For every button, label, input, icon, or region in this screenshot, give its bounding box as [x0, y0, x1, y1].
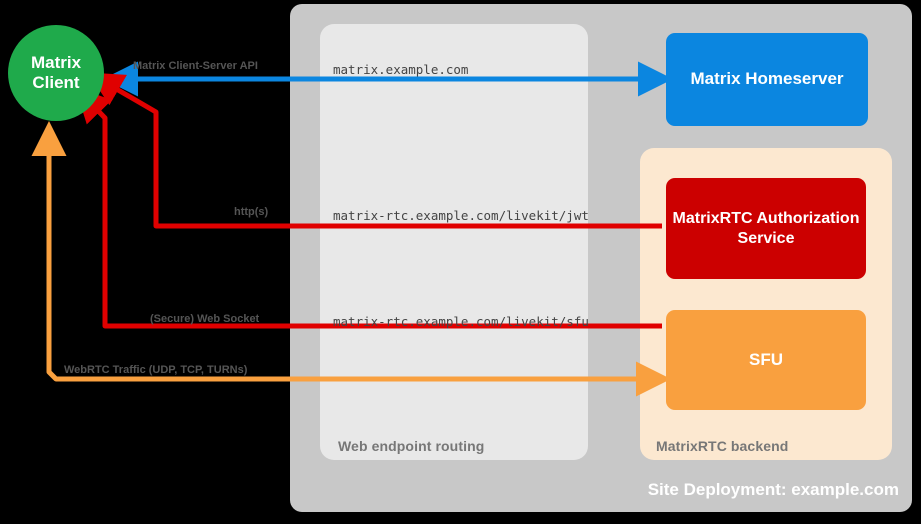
matrixrtc-auth-label: MatrixRTC Authorization Service	[672, 209, 860, 247]
matrix-client-label-line1: Matrix	[30, 52, 82, 72]
endpoint-url-homeserver: matrix.example.com	[333, 62, 469, 77]
connection-label-jwt: http(s)	[234, 206, 269, 218]
matrixrtc-backend-caption: MatrixRTC backend	[656, 438, 789, 454]
matrix-homeserver-label: Matrix Homeserver	[690, 69, 844, 89]
endpoint-url-sfu: matrix-rtc.example.com/livekit/sfu	[333, 314, 589, 329]
node-matrix-homeserver[interactable]: Matrix Homeserver	[666, 33, 868, 126]
matrix-client-label-line2: Client	[32, 73, 80, 92]
connection-label-websocket: (Secure) Web Socket	[150, 313, 260, 325]
site-deployment-caption: Site Deployment: example.com	[647, 480, 899, 499]
web-endpoint-routing-panel	[320, 24, 588, 460]
endpoint-url-jwt: matrix-rtc.example.com/livekit/jwt	[333, 208, 589, 223]
node-matrix-client[interactable]: Matrix Client	[8, 25, 104, 121]
connection-label-cs-api: Matrix Client-Server API	[133, 60, 258, 72]
connection-label-webrtc: WebRTC Traffic (UDP, TCP, TURNs)	[64, 364, 248, 376]
node-sfu[interactable]: SFU	[666, 310, 866, 410]
sfu-label: SFU	[749, 349, 783, 369]
node-matrixrtc-authorization-service[interactable]: MatrixRTC Authorization Service	[666, 178, 866, 279]
web-endpoint-routing-caption: Web endpoint routing	[338, 438, 485, 454]
